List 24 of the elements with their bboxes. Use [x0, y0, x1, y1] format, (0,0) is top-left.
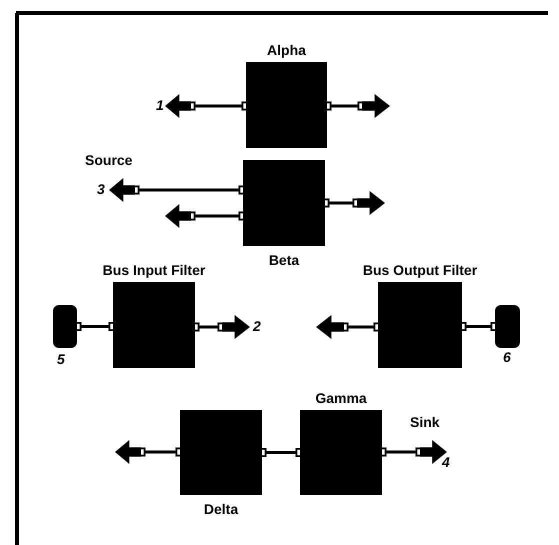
terminal-arrow [357, 191, 385, 215]
block-title: Bus Input Filter [102, 262, 206, 278]
terminal-arrow [115, 440, 141, 464]
connector-block [495, 305, 520, 348]
terminal-arrow [222, 315, 250, 339]
connector-block [53, 305, 77, 348]
port-label: Source [85, 152, 132, 168]
port-number: 6 [503, 349, 511, 365]
terminal-arrow [165, 204, 191, 228]
port-number: 1 [156, 97, 164, 113]
port-number: 4 [442, 454, 450, 470]
block-title: Delta [204, 501, 238, 517]
terminal-arrow [165, 94, 191, 118]
port-label: Sink [410, 414, 440, 430]
port-number: 2 [253, 318, 261, 334]
terminal-arrow [109, 178, 135, 202]
port-number: 5 [57, 351, 65, 367]
terminal-arrow [362, 94, 390, 118]
block-title: Gamma [315, 390, 367, 406]
block-title: Alpha [267, 42, 306, 58]
block-title: Beta [268, 252, 300, 268]
port-number: 3 [97, 181, 105, 197]
terminal-arrow [316, 315, 344, 339]
block-title: Bus Output Filter [362, 262, 478, 278]
